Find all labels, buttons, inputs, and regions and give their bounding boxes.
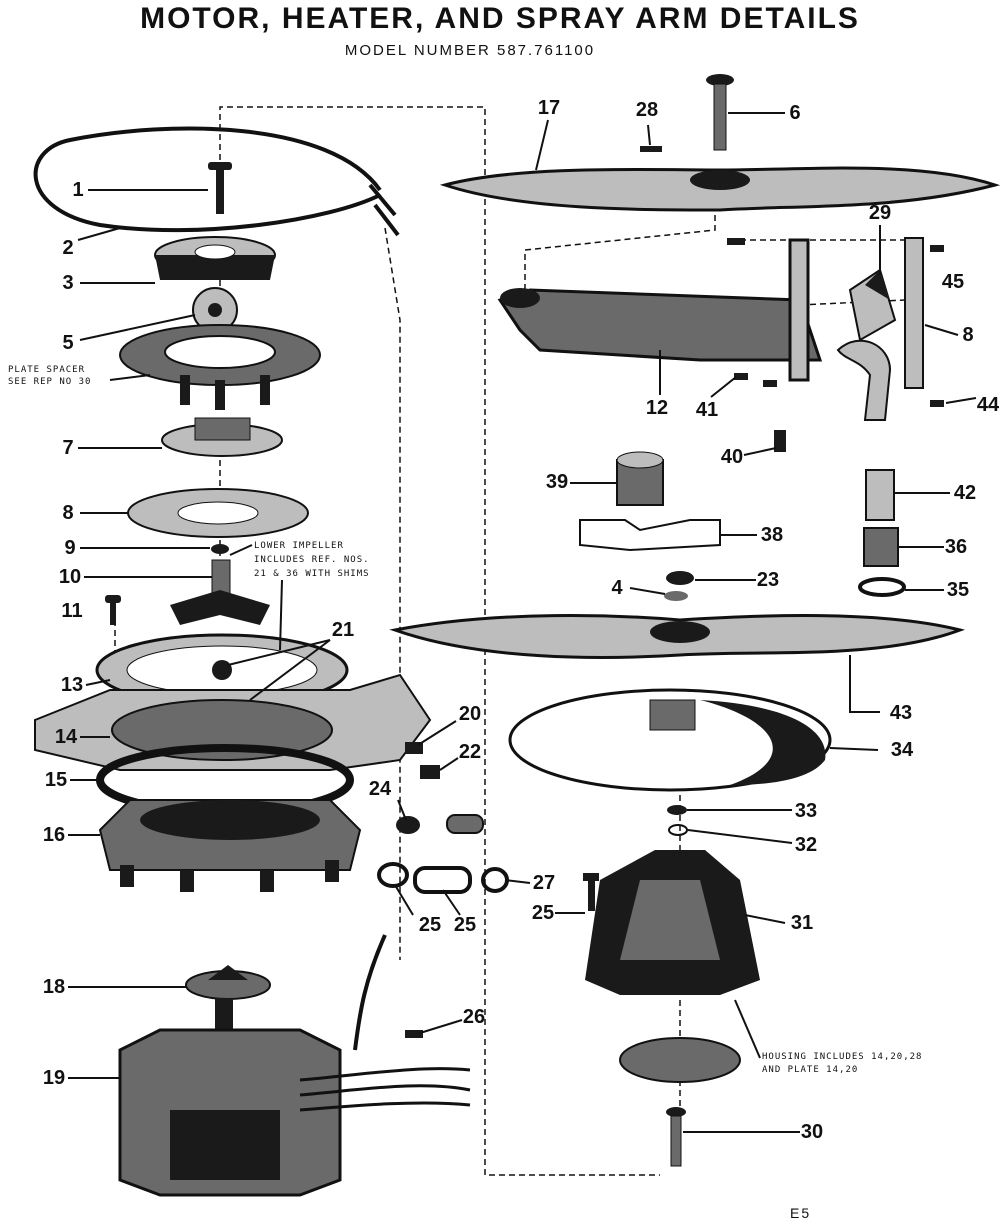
- callout: 17: [537, 97, 561, 119]
- diagram-title: MOTOR, HEATER, AND SPRAY ARM DETAILS: [140, 2, 860, 35]
- leader-lines: [68, 112, 977, 1133]
- note-impeller-line1: LOWER IMPELLER: [254, 541, 344, 551]
- callout: 43: [889, 702, 913, 724]
- part-motor: [118, 998, 471, 1197]
- note-plate-spacer-line2: SEE REP NO 30: [8, 377, 92, 387]
- callout: 23: [756, 569, 780, 591]
- callout: 27: [532, 872, 556, 894]
- part-pump-base: [98, 799, 362, 892]
- part-plate-spacer: [119, 324, 321, 410]
- note-housing-line1: HOUSING INCLUDES 14,20,28: [762, 1052, 923, 1062]
- callout: 36: [944, 536, 968, 558]
- part-nut-35: [664, 571, 694, 601]
- callout: 41: [695, 399, 719, 421]
- callout: 9: [64, 537, 76, 559]
- callout: 20: [458, 703, 482, 725]
- part-hose-clamps: [377, 814, 509, 894]
- callout: 31: [790, 912, 814, 934]
- note-impeller-line3: 21 & 36 WITH SHIMS: [254, 569, 370, 579]
- callout: 7: [62, 437, 74, 459]
- callout: 4: [611, 577, 623, 599]
- callout: 25: [531, 902, 555, 924]
- callout: 34: [890, 739, 914, 761]
- callout: 28: [635, 99, 659, 121]
- callout: 21: [331, 619, 355, 641]
- part-washer-32: [667, 805, 688, 836]
- part-lower-impeller: [170, 559, 270, 625]
- part-screw-37: [666, 1107, 686, 1167]
- callout: 32: [794, 834, 818, 856]
- part-wire-harness: [353, 934, 387, 1051]
- part-filter-cylinder: [616, 451, 664, 506]
- callout: 16: [42, 824, 66, 846]
- part-lower-spray-arm: [389, 614, 966, 659]
- callout: 22: [458, 741, 482, 763]
- part-pump-assembly-30: [585, 850, 760, 995]
- part-screw-11: [105, 595, 121, 625]
- part-screw-1: [208, 162, 232, 214]
- callout: 19: [42, 1067, 66, 1089]
- part-gasket: [127, 488, 309, 538]
- callout: 3: [62, 272, 74, 294]
- callout: 33: [794, 800, 818, 822]
- callout: 10: [58, 566, 82, 588]
- callout: 11: [61, 600, 83, 622]
- callout: 29: [868, 202, 892, 224]
- part-spray-tube: [497, 238, 823, 382]
- part-screw-17: [640, 74, 734, 152]
- note-plate-spacer-line1: PLATE SPACER: [8, 365, 86, 375]
- callout: 25: [418, 914, 442, 936]
- callout: 38: [760, 524, 784, 546]
- part-upper-spray-arm: [439, 166, 1000, 212]
- callout: 5: [62, 332, 74, 354]
- part-screw-26: [583, 873, 599, 911]
- part-heater-element: [33, 126, 400, 237]
- note-housing-line2: AND PLATE 14,20: [762, 1065, 859, 1075]
- part-shim-36: [579, 519, 721, 552]
- callout: 45: [941, 271, 965, 293]
- callout: 1: [72, 179, 84, 201]
- callout: 18: [42, 976, 66, 998]
- model-number: MODEL NUMBER 587.761100: [344, 42, 596, 59]
- part-motor-cap: [185, 965, 271, 1000]
- callout: 12: [645, 397, 669, 419]
- callout: 2: [62, 237, 74, 259]
- note-impeller-line2: INCLUDES REF. NOS.: [254, 555, 370, 565]
- part-small-screws: [727, 238, 944, 452]
- part-pump-cap: [154, 236, 276, 280]
- part-washer: [211, 544, 229, 554]
- callout: 8: [62, 502, 74, 524]
- callout: 44: [976, 394, 1000, 416]
- callout: 8: [962, 324, 974, 346]
- callout: 13: [60, 674, 84, 696]
- callout: 30: [800, 1121, 824, 1143]
- part-fittings: [405, 742, 440, 779]
- callout: 15: [44, 769, 68, 791]
- callout: 6: [789, 102, 801, 124]
- part-chopper-blade: [619, 1037, 741, 1083]
- part-bracket-45: [848, 268, 897, 342]
- callout: 39: [545, 471, 569, 493]
- callout: 42: [953, 482, 977, 504]
- callout: 26: [462, 1006, 486, 1028]
- page-id: E5: [790, 1205, 812, 1221]
- callout: 14: [54, 726, 78, 748]
- callout: 25: [453, 914, 477, 936]
- part-screw-28: [405, 1030, 423, 1038]
- part-plate-44: [904, 237, 924, 389]
- part-elbow-38: [836, 339, 906, 597]
- callout: 40: [720, 446, 744, 468]
- part-mounting-plate: [34, 673, 432, 771]
- part-pump-housing: [161, 417, 283, 457]
- part-filter-disc: [508, 688, 832, 792]
- callout: 35: [946, 579, 970, 601]
- callout: 24: [368, 778, 392, 800]
